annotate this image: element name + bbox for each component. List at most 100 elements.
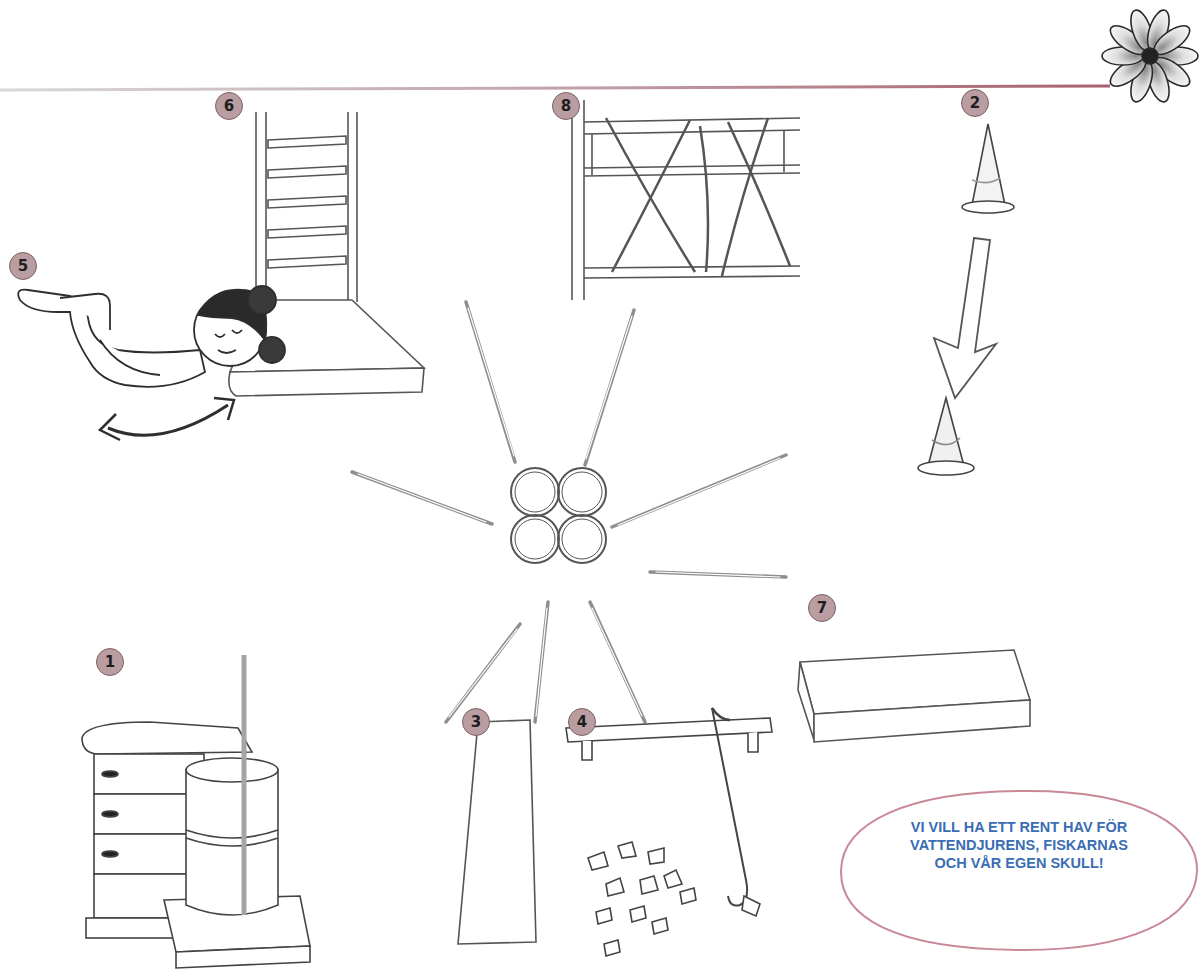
rolling-child-part (214, 398, 234, 420)
ray-lines-inner-part (358, 474, 486, 522)
barrel-platform-part (186, 838, 278, 846)
floor-mat (798, 650, 1030, 742)
hoops-part (562, 472, 602, 512)
wall-bars-part (255, 112, 257, 302)
rolling-child-part (248, 286, 276, 314)
rolling-child-part (215, 334, 225, 337)
vaulting-box-part (102, 851, 118, 857)
bubble-text: VI VILL HA ETT RENT HAV FÖR VATTENDJUREN… (908, 818, 1130, 872)
top-rule-part (0, 86, 1110, 90)
rolling-child-part (232, 330, 242, 333)
wall-bars-part (268, 226, 346, 238)
flower-part (1142, 48, 1158, 64)
fishing-bench-part (582, 732, 758, 760)
rolling-child-part (108, 405, 228, 435)
barrel-platform-part (186, 770, 278, 915)
balance-plank-part (458, 720, 536, 944)
rolling-child-part (18, 290, 205, 387)
wall-bars-part (347, 112, 349, 302)
hoops-part (558, 468, 606, 516)
wall-bars-part (229, 368, 424, 396)
direction-arrow-part (934, 238, 996, 398)
rope-frame-part (728, 122, 790, 266)
fishing-bench-part (648, 848, 664, 864)
fishing-bench-part (588, 852, 608, 870)
callout-number: 4 (568, 708, 596, 736)
ray-lines-part (352, 472, 492, 524)
fishing-bench-part (742, 896, 760, 916)
rolling-child-part (259, 337, 285, 363)
cones-part (918, 461, 974, 475)
fishing-bench-part (680, 888, 696, 904)
rolling-child-part (100, 414, 120, 440)
callout-number: 3 (462, 708, 490, 736)
ray-lines-inner-part (468, 308, 514, 456)
ray-lines-part (650, 572, 786, 577)
callout-number: 6 (215, 92, 243, 120)
fishing-bench-part (652, 918, 668, 934)
rope-frame-part (612, 120, 690, 272)
fishing-bench-part (712, 708, 747, 906)
rope-frame-part (584, 165, 800, 176)
ray-lines-inner-part (592, 608, 642, 716)
ray-lines-inner-part (656, 572, 780, 577)
ray-lines-part (612, 455, 786, 527)
vaulting-box-part (82, 722, 252, 754)
barrel-platform-part (186, 830, 278, 838)
hoops-part (562, 519, 602, 559)
rolling-child-part (218, 350, 236, 353)
climbing-rope-part (242, 655, 247, 915)
barrel-platform-part (176, 946, 310, 968)
direction-arrow (934, 238, 996, 398)
callout-number: 8 (552, 92, 580, 120)
rope-frame-part (700, 126, 708, 272)
floor-mat-part (798, 662, 814, 740)
cones-part (972, 178, 1000, 183)
climbing-rope (244, 655, 245, 915)
rope-frame-part (583, 100, 585, 300)
fishing-bench-part (640, 876, 658, 894)
ray-lines-inner-part (536, 608, 547, 716)
callout-number: 7 (808, 594, 836, 622)
hoops-part (515, 519, 555, 559)
hoops (511, 468, 606, 563)
callout-number: 1 (96, 648, 124, 676)
wall-bars-part (268, 166, 346, 178)
rolling-child-part (60, 294, 110, 330)
fishing-bench-part (630, 906, 646, 922)
fishing-bench-part (618, 842, 636, 858)
fishing-bench-part (664, 870, 682, 888)
ray-lines-part (535, 602, 548, 722)
hoops-part (558, 515, 606, 563)
ray-lines-part (585, 310, 634, 465)
ray-lines-inner-part (586, 316, 632, 459)
rope-frame-part (571, 100, 573, 300)
rope-frame-part (606, 118, 695, 272)
cones-part (972, 124, 1005, 205)
rope-frame (572, 100, 800, 300)
cones-part (962, 201, 1014, 213)
vaulting-box-part (102, 811, 118, 817)
hoops-part (515, 472, 555, 512)
wall-bars-part (356, 112, 358, 302)
fishing-bench-part (596, 908, 612, 924)
rolling-child (18, 286, 285, 440)
wall-bars-part (268, 256, 346, 268)
balance-plank (458, 720, 536, 944)
fishing-bench (566, 708, 772, 956)
fishing-bench-part (566, 718, 772, 742)
top-rule (0, 86, 1110, 90)
callout-number: 5 (9, 252, 37, 280)
flower (1102, 8, 1198, 105)
wall-bars-part (268, 136, 346, 148)
floor-mat-part (814, 700, 1030, 742)
rolling-child-part (100, 340, 160, 375)
ray-lines-part (466, 302, 515, 462)
barrel-platform-part (186, 758, 278, 782)
wall-bars-part (265, 112, 267, 302)
bubble-outline-path (841, 791, 1197, 950)
speech-bubble: VI VILL HA ETT RENT HAV FÖR VATTENDJUREN… (838, 788, 1200, 953)
cones-part (928, 398, 964, 466)
callout-number: 2 (961, 89, 989, 117)
hoops-part (511, 468, 559, 516)
